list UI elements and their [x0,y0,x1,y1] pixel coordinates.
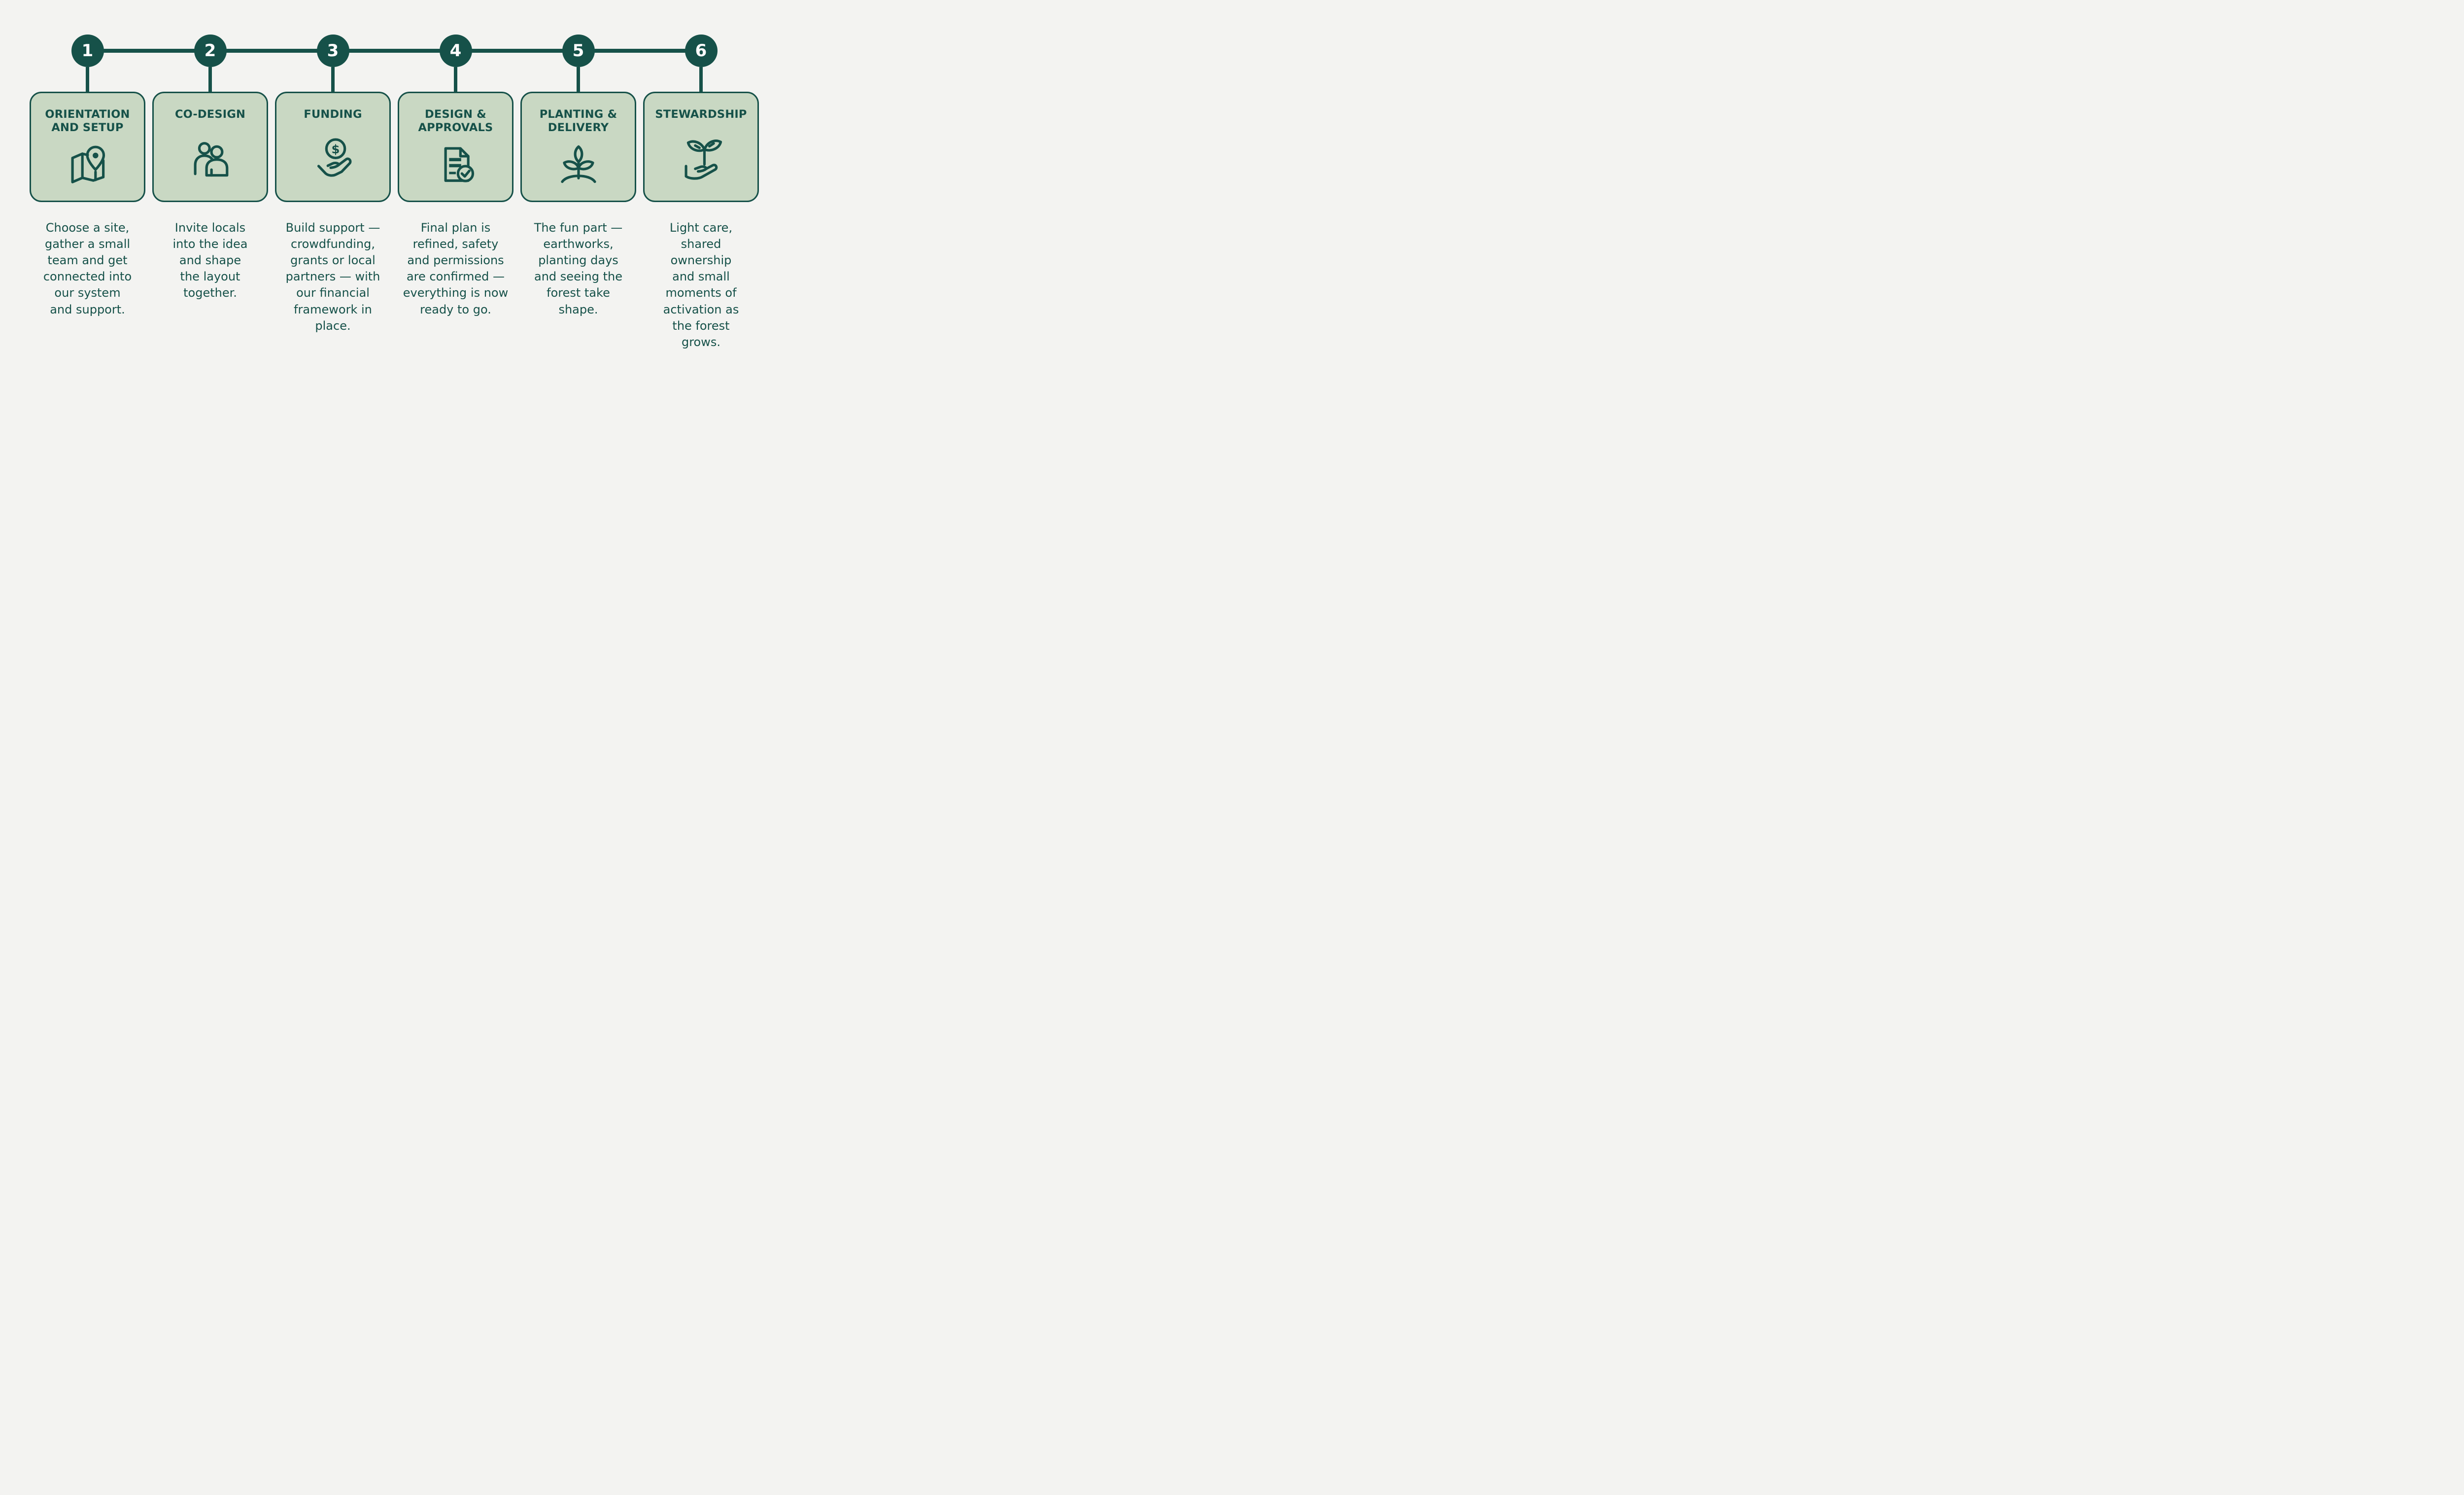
step-card: CO-DESIGN [152,92,268,202]
step-title: CO-DESIGN [174,108,246,121]
step-description: Light care, shared ownership and small m… [663,221,739,349]
step-description: Choose a site, gather a small team and g… [43,221,132,316]
sprout-icon [560,145,596,183]
step-description: Build support — crowdfunding, grants or … [285,221,380,333]
step-connector [208,67,212,92]
step-title: PLANTING & DELIVERY [539,108,617,135]
hand-coin-icon: $ [317,138,351,177]
step-6: 6 STEWARDSHIP Light care, shared o [643,35,759,350]
step-number-badge: 5 [562,35,595,67]
two-people-icon [194,141,228,176]
step-5: 5 PLANTING & DELIVERY The fun part — ear… [520,35,636,350]
step-3: 3 FUNDING $ Build support — crowdfunding… [275,35,391,350]
step-connector [86,67,89,92]
step-2: 2 CO-DESIGN Invite locals into the idea … [152,35,268,350]
step-icon-area [35,135,140,193]
step-card: FUNDING $ [275,92,391,202]
step-connector [331,67,335,92]
step-icon-area: $ [280,121,385,193]
step-card: DESIGN & APPROVALS [398,92,513,202]
step-title: DESIGN & APPROVALS [418,108,493,135]
step-1: 1 ORIENTATION AND SETUP Choose a site, g… [30,35,145,350]
step-title: STEWARDSHIP [655,108,747,121]
step-number-badge: 4 [439,35,472,67]
step-description: Final plan is refined, safety and permis… [403,221,509,316]
map-pin-icon [71,146,105,184]
step-number-badge: 3 [316,35,349,67]
hand-seedling-icon [684,139,722,180]
step-connector [454,67,457,92]
step-description: Invite locals into the idea and shape th… [172,221,248,300]
step-number-badge: 6 [684,35,718,67]
step-icon-area [403,135,508,193]
timeline-connector-line [87,49,701,53]
step-card: STEWARDSHIP [643,92,759,202]
step-4: 4 DESIGN & APPROVALS Final plan is [398,35,513,350]
timeline-steps-row: 1 ORIENTATION AND SETUP Choose a site, g… [0,0,788,350]
step-title: ORIENTATION AND SETUP [45,108,130,135]
step-number-badge: 2 [194,35,227,67]
dollar-symbol: $ [331,142,340,156]
step-card: ORIENTATION AND SETUP [30,92,145,202]
step-number-badge: 1 [71,35,104,67]
document-check-icon [444,147,474,183]
step-description: The fun part — earthworks, planting days… [534,221,623,316]
step-icon-area [526,135,631,193]
step-card: PLANTING & DELIVERY [520,92,636,202]
step-title: FUNDING [304,108,362,121]
step-icon-area [158,121,263,193]
infographic-canvas: 1 ORIENTATION AND SETUP Choose a site, g… [0,0,788,374]
step-connector [577,67,580,92]
step-icon-area [649,121,753,193]
step-connector [699,67,703,92]
